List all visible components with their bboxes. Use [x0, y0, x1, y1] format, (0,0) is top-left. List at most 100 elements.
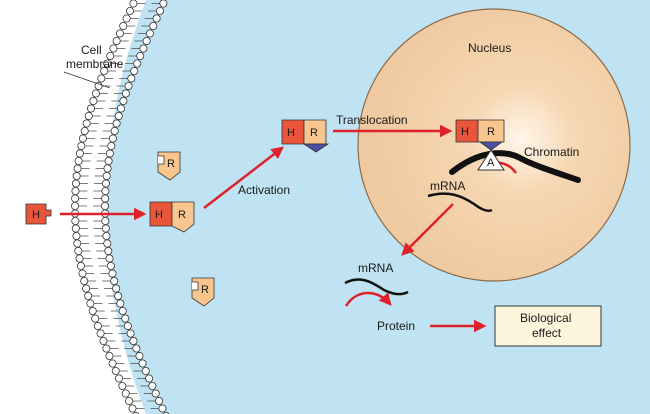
biological-effect-box: Biological effect	[494, 305, 602, 347]
svg-text:R: R	[310, 127, 318, 139]
nucleus-label: Nucleus	[468, 41, 511, 55]
lipid-head	[91, 314, 100, 323]
activation-label: Activation	[238, 183, 290, 197]
lipid-head	[75, 149, 84, 158]
lipid-head	[145, 374, 154, 383]
lipid-head	[72, 231, 81, 240]
arrow-mrna-export	[401, 203, 454, 256]
lipid-head	[155, 7, 164, 15]
lipid-head	[102, 344, 111, 353]
lipid-head	[78, 269, 87, 278]
lipid-head	[101, 186, 110, 195]
lipid-head	[86, 104, 95, 113]
lipid-head	[72, 171, 81, 180]
chromatin-label: Chromatin	[524, 145, 579, 159]
lipid-head	[133, 59, 142, 68]
lipid-head	[135, 351, 144, 360]
lipid-head	[105, 149, 114, 158]
lipid-head	[80, 127, 89, 136]
svg-text:H: H	[461, 126, 469, 138]
lipid-head	[102, 231, 111, 240]
lipid-head	[123, 321, 132, 330]
lipid-head	[71, 201, 80, 210]
lipid-head	[89, 97, 98, 106]
lipid-head	[101, 216, 110, 225]
lipid-head	[115, 29, 124, 38]
lipid-head	[103, 239, 112, 248]
lipid-head	[122, 14, 131, 23]
lipid-head	[105, 254, 114, 263]
svg-text:R: R	[178, 209, 186, 221]
lipid-head	[119, 21, 128, 30]
lipid-head	[101, 224, 110, 233]
lipid-head	[74, 246, 83, 255]
lipid-head	[77, 141, 86, 150]
nuclear-mrna-strand	[427, 192, 493, 212]
nuclear-complex: H R A	[455, 119, 505, 171]
lipid-head	[155, 396, 164, 405]
lipid-head	[149, 21, 158, 30]
lipid-head	[104, 246, 113, 255]
lipid-head	[94, 82, 103, 91]
lipid-head	[75, 254, 84, 263]
lipid-head	[151, 389, 160, 398]
lipid-head	[84, 291, 93, 300]
chromatin-strand	[449, 150, 581, 183]
lipid-head	[86, 299, 95, 308]
lipid-head	[106, 52, 115, 61]
lipid-head	[115, 374, 124, 383]
lipid-head	[116, 104, 125, 113]
lipid-head	[152, 14, 161, 23]
arrow-translation	[344, 291, 392, 307]
lipid-head	[109, 44, 118, 53]
lipid-head	[99, 336, 108, 345]
lipid-head	[126, 329, 135, 338]
lipid-head	[125, 7, 134, 15]
lipid-head	[102, 171, 111, 180]
svg-text:H: H	[155, 209, 163, 221]
unbound-receptor: R	[157, 151, 181, 181]
lipid-head	[158, 404, 167, 413]
lipid-head	[97, 74, 106, 83]
lipid-head	[74, 156, 83, 165]
lipid-head	[71, 224, 80, 233]
biological-effect-label: Biological	[520, 311, 571, 325]
lipid-head	[73, 239, 82, 248]
lipid-head	[132, 344, 141, 353]
lipid-head	[159, 0, 168, 8]
lipid-head	[112, 37, 121, 46]
lipid-head	[125, 396, 134, 405]
lipid-head	[130, 67, 139, 76]
acceptor-site	[477, 149, 505, 171]
lipid-head	[110, 127, 119, 136]
lipid-head	[76, 261, 85, 270]
lipid-head	[111, 366, 120, 375]
lipid-head	[136, 52, 145, 61]
lipid-head	[145, 29, 154, 38]
lipid-head	[110, 276, 119, 285]
activated-hormone-receptor-complex: H R	[281, 119, 330, 153]
lipid-head	[108, 269, 117, 278]
free-hormone: H	[25, 203, 52, 225]
svg-text:H: H	[32, 209, 40, 221]
lipid-head	[84, 112, 93, 121]
lipid-head	[96, 329, 105, 338]
lipid-head	[121, 89, 130, 98]
lipid-head	[101, 179, 110, 188]
lipid-head	[104, 156, 113, 165]
lipid-head	[128, 404, 137, 413]
lipid-head	[124, 82, 133, 91]
lipid-head	[101, 201, 110, 210]
lipid-head	[112, 119, 121, 128]
lipid-head	[71, 194, 80, 203]
lipid-head	[121, 314, 130, 323]
biological-effect-label: effect	[532, 326, 562, 340]
cell-membrane-pointer	[63, 71, 111, 89]
unbound-receptor: R	[191, 277, 215, 307]
arrow-activation	[203, 146, 284, 209]
lipid-head	[82, 119, 91, 128]
lipid-head	[142, 37, 151, 46]
cytoplasmic-mrna-label: mRNA	[358, 261, 393, 275]
lipid-head	[121, 389, 130, 398]
